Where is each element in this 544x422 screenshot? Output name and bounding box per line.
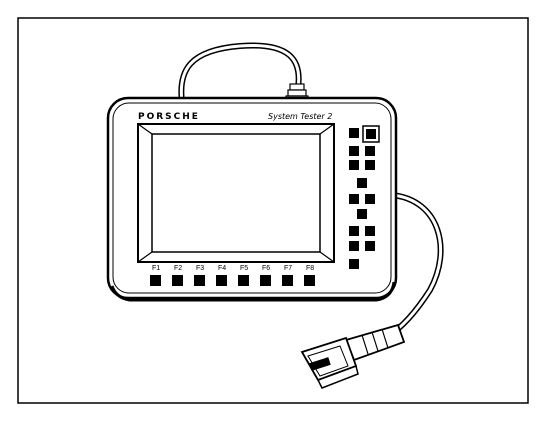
keypad-button[interactable] [349, 194, 359, 204]
keypad-button[interactable] [365, 160, 375, 170]
power-button-icon [366, 129, 376, 139]
fkey-button-8[interactable] [304, 275, 315, 286]
fkey-label-2: F2 [174, 265, 182, 272]
top-cable-outer [178, 42, 302, 103]
brand-label: PORSCHE [138, 112, 200, 122]
fkey-button-7[interactable] [282, 275, 293, 286]
fkey-label-5: F5 [240, 265, 248, 272]
fkey-button-2[interactable] [172, 275, 183, 286]
fkey-label-6: F6 [262, 265, 270, 272]
fkey-label-1: F1 [152, 265, 160, 272]
keypad-button[interactable] [349, 146, 359, 156]
keypad-button[interactable] [357, 178, 367, 188]
fkey-label-8: F8 [306, 265, 314, 272]
fkey-label-7: F7 [284, 265, 292, 272]
fkey-button-4[interactable] [216, 275, 227, 286]
top-cable-inner [179, 43, 301, 103]
display-screen [137, 123, 335, 263]
device-bezel [112, 102, 392, 294]
device-base-shadow [110, 281, 396, 302]
keypad-button[interactable] [349, 160, 359, 170]
fkey-button-6[interactable] [260, 275, 271, 286]
fkey-button-5[interactable] [238, 275, 249, 286]
function-key-row: F1 F2 F3 F4 F5 F6 F7 F8 [150, 265, 315, 286]
keypad-button[interactable] [365, 226, 375, 236]
fkey-label-4: F4 [218, 265, 226, 272]
keypad-button[interactable] [357, 209, 367, 219]
side-cable-inner [387, 193, 443, 338]
keypad-button[interactable] [349, 226, 359, 236]
fkey-button-3[interactable] [194, 275, 205, 286]
keypad-button[interactable] [349, 259, 359, 269]
keypad-button[interactable] [365, 146, 375, 156]
fkey-label-3: F3 [196, 265, 204, 272]
obd-connector [300, 323, 406, 389]
keypad-button[interactable] [365, 194, 375, 204]
keypad-button[interactable] [365, 241, 375, 251]
model-label: System Tester 2 [268, 112, 332, 121]
side-keypad [349, 125, 380, 269]
keypad-button[interactable] [349, 241, 359, 251]
fkey-button-1[interactable] [150, 275, 161, 286]
keypad-button[interactable] [349, 128, 359, 138]
figure-frame [17, 17, 529, 404]
